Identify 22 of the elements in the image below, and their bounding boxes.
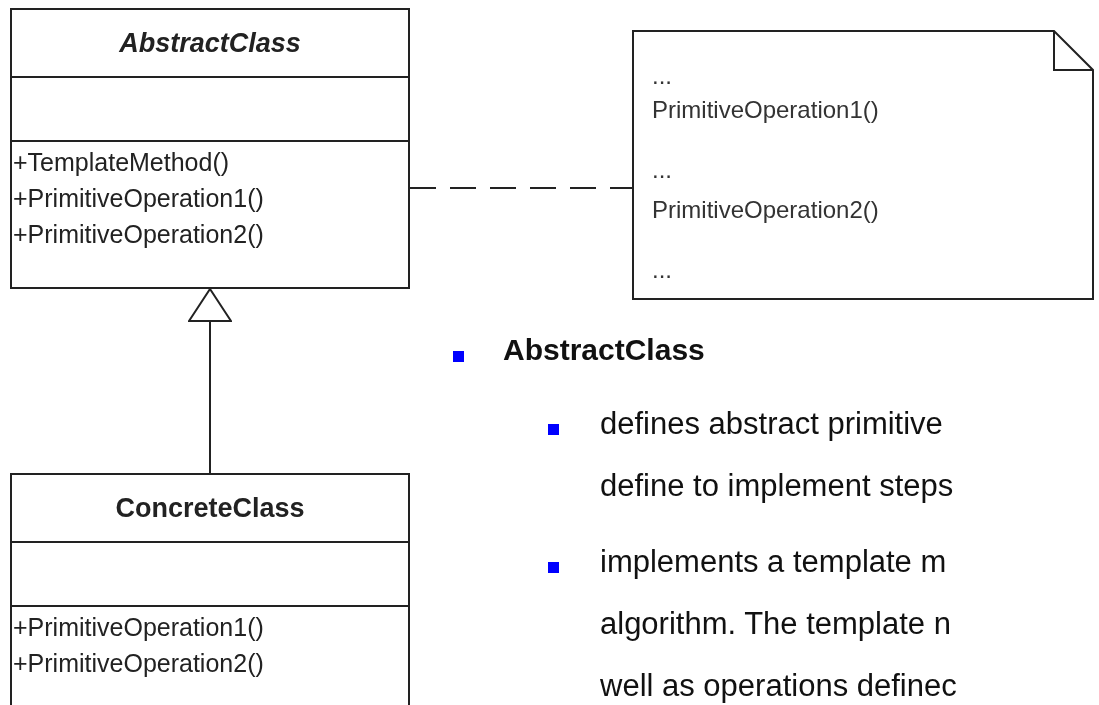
method-text: +PrimitiveOperation2() [12, 648, 265, 679]
method-text: +PrimitiveOperation1() [12, 612, 265, 643]
class-box [10, 8, 410, 289]
text-line: well as operations definec [600, 668, 957, 704]
connector-line [409, 187, 633, 189]
class-name: AbstractClass [119, 27, 301, 59]
text-line: algorithm. The template n [600, 606, 951, 642]
heading-text: AbstractClass [503, 333, 705, 367]
text-line: implements a template m [600, 544, 947, 580]
note-text: ... [652, 62, 672, 90]
method-text: +PrimitiveOperation1() [12, 183, 265, 214]
note-text: PrimitiveOperation1() [652, 96, 879, 124]
method-text: +PrimitiveOperation2() [12, 219, 265, 250]
note-text: ... [652, 156, 672, 184]
inheritance-arrow [188, 288, 232, 474]
text-line: defines abstract primitive [600, 406, 943, 442]
note-text: ... [652, 256, 672, 284]
class-name: ConcreteClass [115, 492, 305, 524]
method-text: +TemplateMethod() [12, 147, 231, 178]
text-line: define to implement steps [600, 468, 954, 504]
class-box [10, 473, 410, 705]
note-text: PrimitiveOperation2() [652, 196, 879, 224]
